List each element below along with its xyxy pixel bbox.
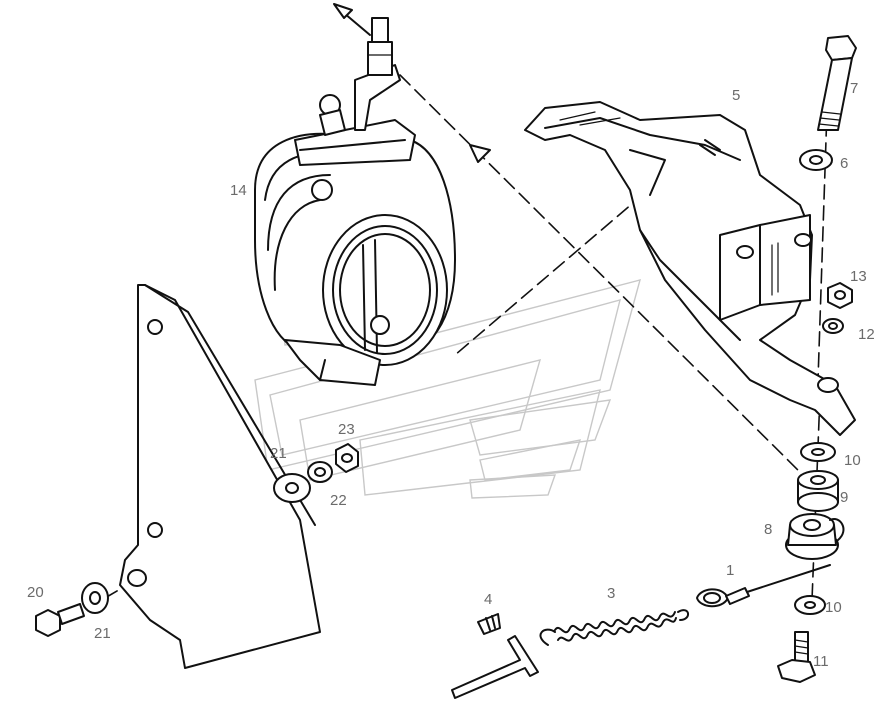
washer-part-6 [799, 149, 833, 171]
callout-4: 4 [484, 591, 492, 608]
callout-labels: 1 3 4 5 6 7 8 9 10 10 11 12 13 14 20 21 … [27, 80, 875, 670]
arrow-toward-throttle [469, 144, 491, 163]
callout-3: 3 [607, 585, 615, 602]
callout-10-upper: 10 [844, 452, 861, 469]
bolt-part-11 [777, 631, 816, 683]
callout-6: 6 [840, 155, 848, 172]
spring-part-3 [539, 609, 689, 646]
callout-23: 23 [338, 421, 355, 438]
washer-part-21-left [81, 582, 109, 614]
callout-9: 9 [840, 489, 848, 506]
hex-key-tool [451, 635, 539, 699]
callout-11: 11 [813, 653, 829, 670]
mounting-plate [119, 284, 321, 669]
lock-washer-part-12 [822, 318, 844, 334]
callout-7: 7 [850, 80, 858, 97]
callout-5: 5 [732, 87, 740, 104]
callout-13: 13 [850, 268, 867, 285]
washer-part-21-right [273, 473, 311, 503]
bolt-part-7 [817, 35, 857, 131]
grommet-part-8 [785, 513, 845, 560]
clip-part-4 [477, 613, 501, 635]
callout-21-right: 21 [270, 445, 287, 462]
arrow-up-left [333, 3, 371, 36]
washer-part-10-upper [800, 442, 836, 462]
bolt-part-20 [35, 603, 85, 637]
callout-20: 20 [27, 584, 44, 601]
cable-part-1 [696, 564, 831, 608]
lock-washer-part-22 [307, 461, 333, 483]
callout-21-left: 21 [94, 625, 111, 642]
callout-1: 1 [726, 562, 734, 579]
bracket-part-5 [524, 101, 856, 436]
callout-12: 12 [858, 326, 875, 343]
callout-14: 14 [230, 182, 247, 199]
bushing-part-9 [797, 470, 839, 512]
nut-part-23 [335, 443, 359, 473]
throttle-body-part-14 [254, 17, 456, 386]
callout-10-lower: 10 [825, 599, 842, 616]
callout-22: 22 [330, 492, 347, 509]
nut-part-13 [827, 282, 853, 309]
callout-8: 8 [764, 521, 772, 538]
washer-part-10-lower [794, 595, 826, 615]
